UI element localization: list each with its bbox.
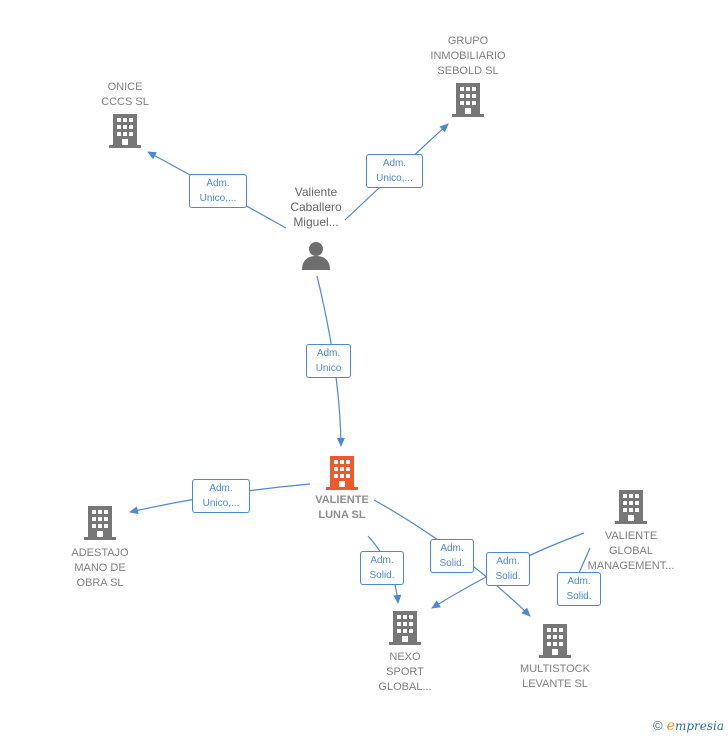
building-icon	[539, 624, 571, 658]
node-onice[interactable]: ONICE CCCS SL	[80, 80, 170, 148]
edge-label-luna-nexo: Adm. Solid.	[360, 551, 404, 585]
node-multistock-label: MULTISTOCK LEVANTE SL	[520, 663, 590, 690]
node-multistock[interactable]: MULTISTOCK LEVANTE SL	[505, 624, 605, 692]
empresia-logo: ©empresia	[653, 718, 724, 734]
edge-label-luna-multistock: Adm. Solid.	[430, 539, 474, 573]
edge-label-person-onice: Adm. Unico,...	[189, 174, 247, 208]
edge-label-luna-adestajo: Adm. Unico,...	[192, 479, 250, 513]
edge-label-global-multistock: Adm. Solid.	[557, 572, 601, 606]
building-icon	[389, 611, 421, 645]
building-icon	[615, 490, 647, 524]
node-nexo-sport[interactable]: NEXO SPORT GLOBAL...	[360, 611, 450, 695]
node-valiente-luna[interactable]: VALIENTE LUNA SL	[296, 455, 388, 523]
building-icon	[452, 83, 484, 117]
building-icon	[109, 114, 141, 148]
person-icon	[302, 242, 330, 270]
node-grupo-label: GRUPO INMOBILIARIO SEBOLD SL	[430, 35, 506, 77]
node-person-valiente-caballero[interactable]: Valiente Caballero Miguel...	[271, 185, 361, 270]
node-nexo-label: NEXO SPORT GLOBAL...	[378, 651, 432, 693]
node-valiente-global-label: VALIENTE GLOBAL MANAGEMENT...	[587, 530, 675, 572]
edge-label-person-grupo: Adm. Unico,...	[366, 154, 423, 188]
building-icon	[326, 456, 358, 490]
node-adestajo-label: ADESTAJO MANO DE OBRA SL	[71, 547, 129, 589]
node-person-label: Valiente Caballero Miguel...	[290, 185, 342, 229]
node-grupo-inmobiliario[interactable]: GRUPO INMOBILIARIO SEBOLD SL	[418, 34, 518, 117]
node-adestajo[interactable]: ADESTAJO MANO DE OBRA SL	[55, 506, 145, 591]
edge-label-person-valiente-luna: Adm. Unico	[306, 344, 351, 378]
copyright-icon: ©	[653, 718, 663, 733]
edge-label-global-nexo: Adm. Solid.	[486, 552, 530, 586]
node-valiente-global[interactable]: VALIENTE GLOBAL MANAGEMENT...	[576, 490, 686, 574]
building-icon	[84, 506, 116, 540]
node-onice-label: ONICE CCCS SL	[101, 81, 149, 108]
node-valiente-luna-label: VALIENTE LUNA SL	[315, 494, 369, 521]
